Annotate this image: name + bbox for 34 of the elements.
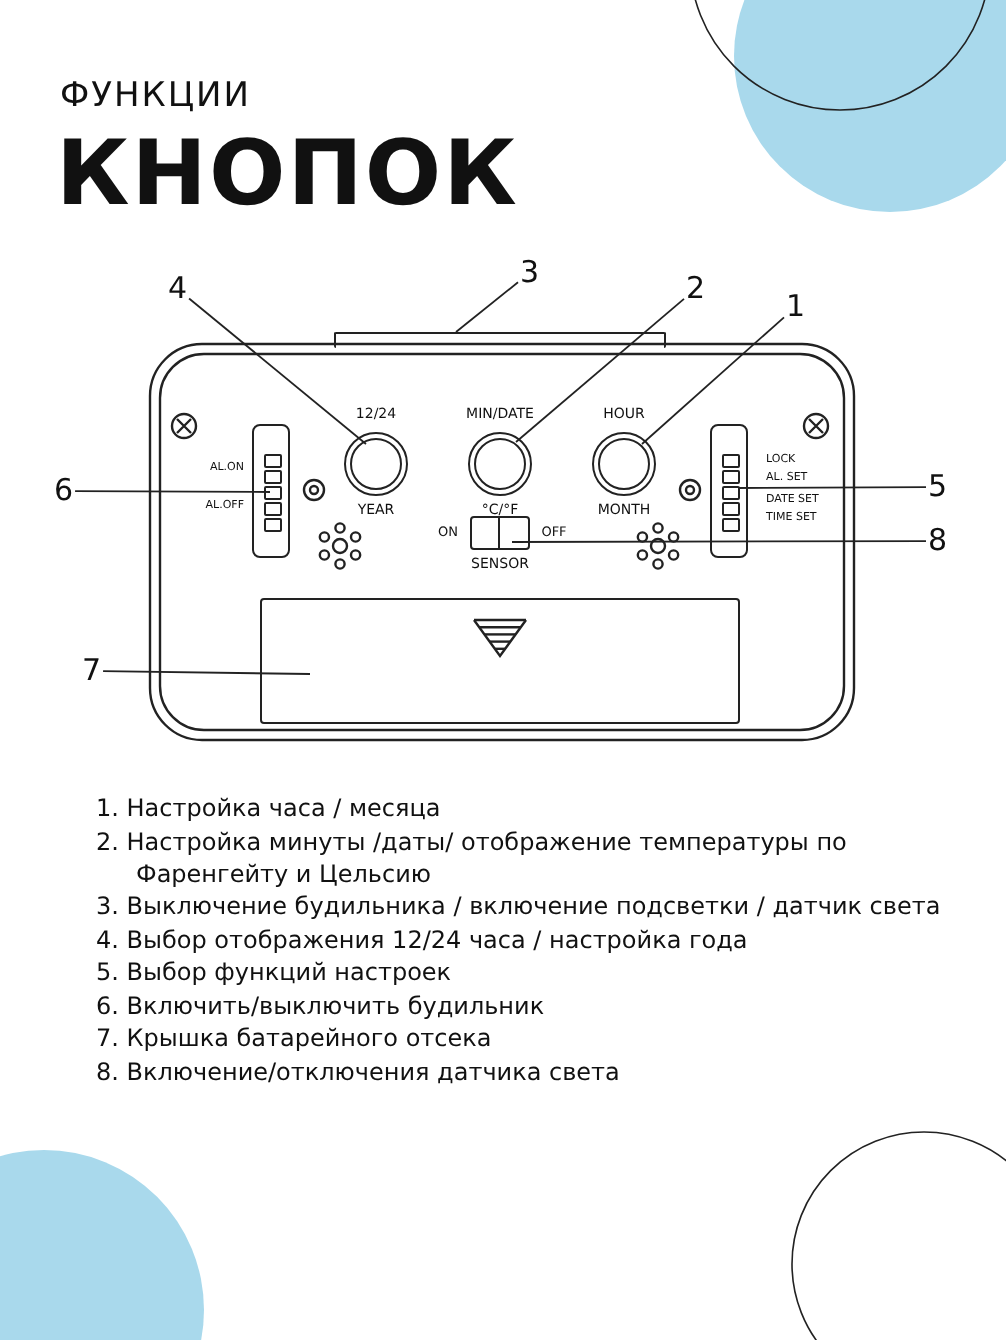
min-date-button [468, 432, 532, 496]
callout-number: 1 [786, 292, 806, 322]
alarm-slider [252, 424, 290, 558]
callout-number: 3 [520, 258, 540, 288]
callout-number: 7 [82, 656, 102, 686]
leader-line [188, 297, 367, 445]
leader-line [455, 281, 519, 333]
leader-line [102, 670, 311, 675]
callout-number: 8 [928, 526, 948, 556]
list-item: 8. Включение/отключения датчика света [96, 1055, 622, 1087]
function-slider [710, 424, 748, 558]
list-item: 3. Выключение будильника / включение подсветки / датчик света [96, 890, 943, 922]
sensor-switch [470, 516, 530, 550]
callout-number: 5 [928, 472, 948, 502]
top-button [334, 332, 666, 348]
list-item: 2. Настройка минуты /даты/ отображение температуры по Фаренгейту и Цельсию [96, 825, 849, 889]
list-item: 4. Выбор отображения 12/24 часа / настройка года [96, 923, 750, 955]
subtitle: ФУНКЦИИ [60, 80, 251, 114]
leader-line [737, 486, 927, 489]
mode-button [344, 432, 408, 496]
hour-button [592, 432, 656, 496]
leader-line [74, 490, 271, 493]
callout-number: 4 [168, 274, 188, 304]
leader-line [515, 297, 685, 443]
callout-number: 6 [54, 476, 74, 506]
list-item: 6. Включить/выключить будильник [96, 989, 547, 1021]
list-item: 1. Настройка часа / месяца [96, 792, 443, 824]
title: КНОПОК [56, 128, 519, 218]
list-item: 7. Крышка батарейного отсека [96, 1022, 494, 1054]
list-item: 5. Выбор функций настроек [96, 956, 454, 988]
leader-line [641, 316, 785, 445]
battery-cover [260, 598, 740, 724]
leader-line [511, 540, 927, 543]
callout-number: 2 [686, 274, 706, 304]
